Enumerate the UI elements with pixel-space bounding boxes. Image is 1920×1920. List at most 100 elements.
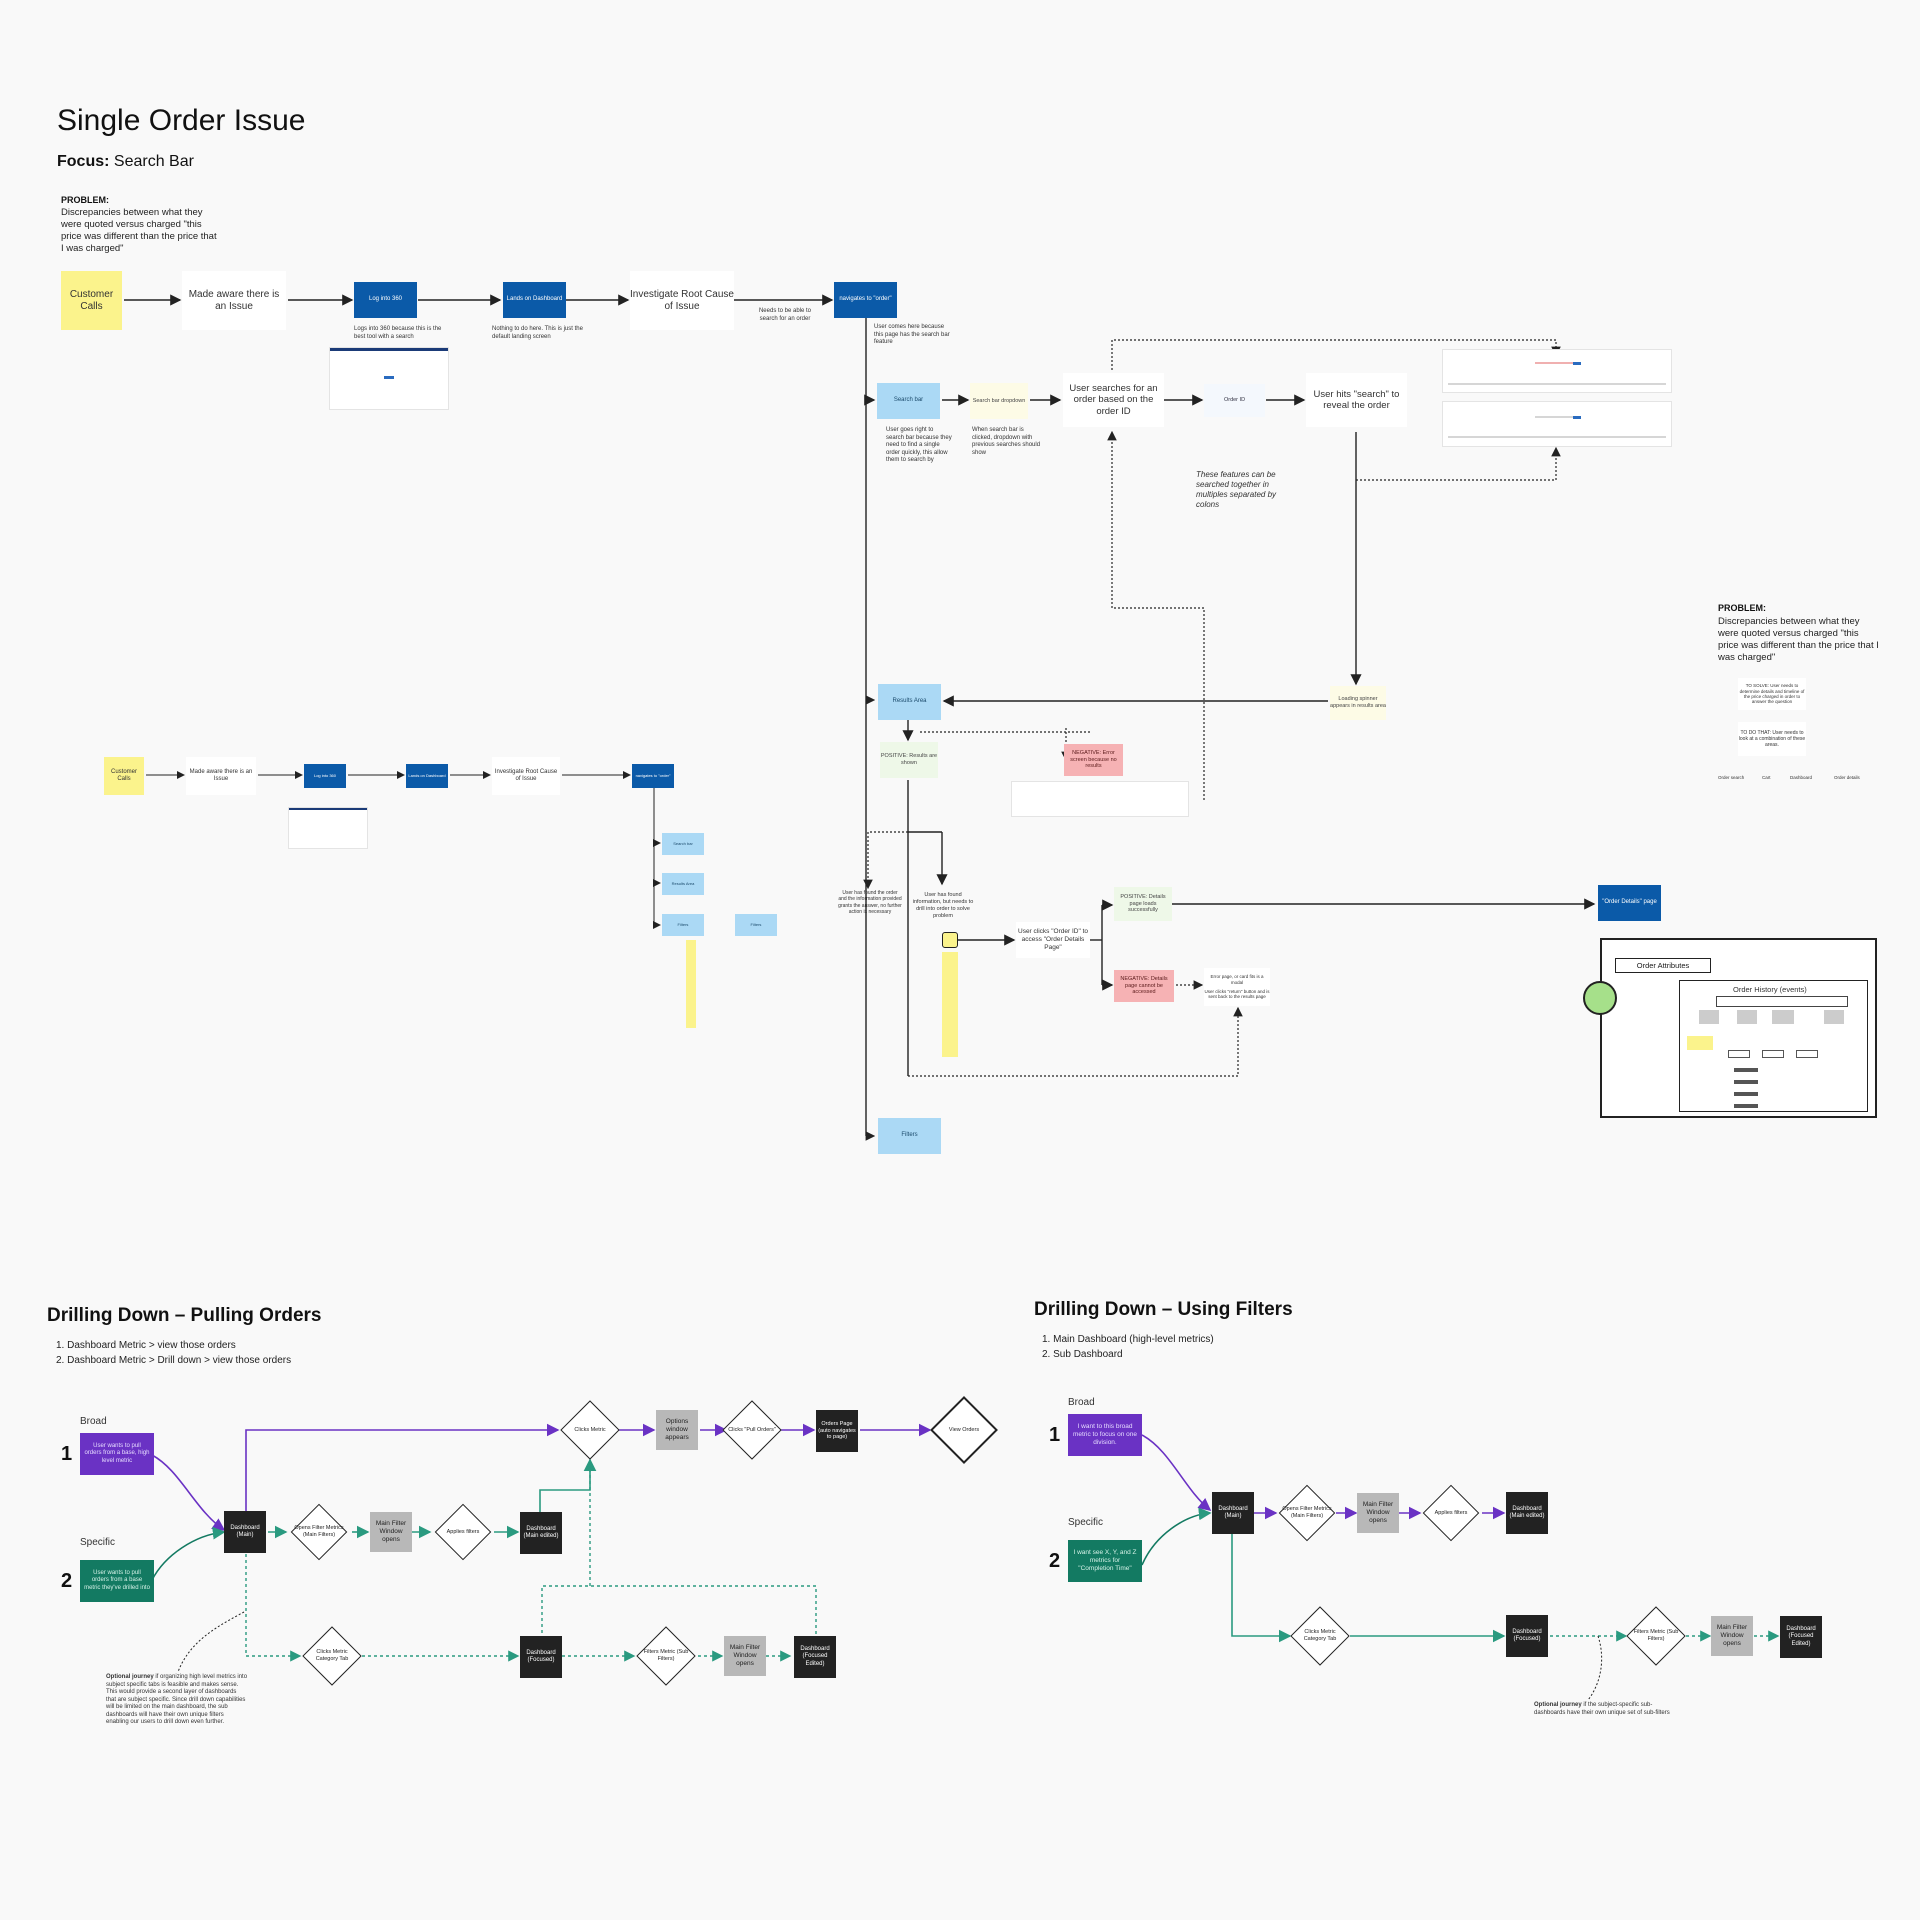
drill-orders-dash-main: Dashboard (Main) bbox=[224, 1511, 266, 1553]
drill-orders-options: Options window appears bbox=[656, 1410, 698, 1450]
investigate-node: Investigate Root Cause of Issue bbox=[630, 271, 734, 330]
mini-results: Results Area bbox=[662, 873, 704, 895]
page-title: Single Order Issue bbox=[57, 104, 306, 137]
error-note-text-2: User clicks "return" button and is sent … bbox=[1204, 989, 1270, 1000]
mini-search: Search bar bbox=[662, 833, 704, 855]
green-circle-marker bbox=[1583, 981, 1617, 1015]
mini-log-thumbnail bbox=[289, 808, 367, 848]
drill-orders-specific-label: Specific bbox=[80, 1537, 116, 1548]
drill-filters-dash-focused: Dashboard (Focused) bbox=[1506, 1615, 1548, 1657]
drill-filters-num-2: 2 bbox=[1049, 1550, 1061, 1572]
drill-orders-num-2: 2 bbox=[61, 1570, 73, 1592]
hits-search-node: User hits "search" to reveal the order bbox=[1306, 373, 1407, 427]
drill-orders-step-2: 2. Dashboard Metric > Drill down > view … bbox=[56, 1355, 292, 1366]
comes-note: User comes here because this page has th… bbox=[874, 324, 950, 345]
problem-text: Discrepancies between what they were quo… bbox=[61, 207, 217, 254]
drill-orders-filters-sub: Filters Metric (Sub Filters) bbox=[636, 1626, 696, 1686]
mini-log-into: Log into 360 bbox=[304, 764, 346, 788]
drill-orders-optional-label: Optional journey bbox=[106, 1674, 154, 1680]
side-col-4: Order details bbox=[1834, 775, 1860, 780]
filters-node: Filters bbox=[878, 1118, 941, 1154]
mini-investigate: Investigate Root Cause of Issue bbox=[492, 757, 560, 795]
sticky-column bbox=[942, 952, 958, 1057]
features-note: These features can be searched together … bbox=[1196, 470, 1277, 509]
mini-sticky-column bbox=[686, 940, 696, 1028]
dropdown-node: Search bar dropdown bbox=[970, 383, 1028, 419]
drill-orders-main-filter: Main Filter Window opens bbox=[370, 1512, 412, 1552]
drill-orders-orders-page: Orders Page (auto navigates to page) bbox=[816, 1410, 858, 1452]
drill-orders-applies: Applies filters bbox=[432, 1503, 494, 1561]
error-note-text: Error page, or card fits is a modal bbox=[1210, 974, 1264, 985]
search-bar-note: User goes right to search bar because th… bbox=[886, 427, 952, 463]
focus-line: Focus: Search Bar bbox=[57, 152, 194, 172]
focus-label: Focus: bbox=[57, 153, 110, 170]
order-details-page-node: "Order Details" page bbox=[1598, 885, 1661, 921]
lands-note: Nothing to do here. This is just the def… bbox=[492, 326, 583, 340]
drill-filters-main-filter: Main Filter Window opens bbox=[1357, 1493, 1399, 1533]
mini-filters-2: Filters bbox=[735, 914, 777, 936]
side-col-1: Order search bbox=[1718, 775, 1745, 780]
error-note-box: Error page, or card fits is a modal User… bbox=[1204, 968, 1270, 1006]
negative-details-node: NEGATIVE: Details page cannot be accesse… bbox=[1114, 970, 1174, 1002]
mini-navigates: navigates to "order" bbox=[632, 764, 674, 788]
drill-filters-main-filter-2: Main Filter Window opens bbox=[1711, 1616, 1753, 1656]
order-attributes-label: Order Attributes bbox=[1615, 958, 1711, 973]
drill-filters-optional-text: if the subject-specific sub-dashboards h… bbox=[1534, 1702, 1670, 1716]
drill-orders-broad-label: Broad bbox=[80, 1416, 107, 1427]
order-id-node: Order ID bbox=[1204, 384, 1265, 417]
drill-orders-opens-filter: Opens Filter Metrics (Main Filters) bbox=[288, 1503, 350, 1561]
dropdown-note: When search bar is clicked, dropdown wit… bbox=[972, 427, 1041, 456]
drill-filters-clicks-cat: Clicks Metric Category Tab bbox=[1290, 1606, 1350, 1666]
drill-filters-broad-label: Broad bbox=[1068, 1397, 1095, 1408]
drill-orders-clicks-cat: Clicks Metric Category Tab bbox=[302, 1626, 362, 1686]
clicks-order-node: User clicks "Order ID" to access "Order … bbox=[1016, 922, 1090, 958]
order-id-marker bbox=[942, 932, 958, 948]
lands-dashboard-node: Lands on Dashboard bbox=[503, 282, 566, 318]
side-problem-heading: PROBLEM: bbox=[1718, 603, 1766, 613]
needs-note: Needs to be able to search for an order bbox=[758, 308, 812, 322]
side-col-2: Cart bbox=[1762, 775, 1771, 780]
log-into-node: Log into 360 bbox=[354, 282, 417, 318]
error-screen-thumbnail bbox=[1012, 782, 1188, 816]
mini-lands: Lands on Dashboard bbox=[406, 764, 448, 788]
drill-filters-dash-edited: Dashboard (Main edited) bbox=[1506, 1492, 1548, 1534]
drill-orders-num-1: 1 bbox=[61, 1443, 73, 1465]
found-note: User has found the order and the informa… bbox=[838, 890, 902, 915]
mini-filters: Filters bbox=[662, 914, 704, 936]
focus-value: Search Bar bbox=[113, 153, 194, 170]
drill-orders-optional-text: if organizing high level metrics into su… bbox=[106, 1674, 248, 1725]
drill-filters-step-2: 2. Sub Dashboard bbox=[1042, 1349, 1123, 1360]
drill-filters-title: Drilling Down – Using Filters bbox=[1034, 1299, 1293, 1320]
drill-filters-optional-label: Optional journey bbox=[1534, 1702, 1582, 1708]
drill-orders-clicks-metric: Clicks Metric bbox=[560, 1400, 620, 1460]
drill-filters-dash-focused-edited: Dashboard (Focused Edited) bbox=[1780, 1616, 1822, 1658]
log-into-note: Logs into 360 because this is the best t… bbox=[354, 326, 442, 340]
loading-node: Loading spinner appears in results area bbox=[1330, 686, 1386, 720]
navigates-order-node: navigates to "order" bbox=[834, 282, 897, 318]
drill-orders-clicks-pull: Clicks "Pull Orders" bbox=[722, 1400, 782, 1460]
drill-orders-step-1: 1. Dashboard Metric > view those orders bbox=[56, 1340, 236, 1351]
drill-filters-specific-label: Specific bbox=[1068, 1517, 1104, 1528]
drill-orders-broad-box: User wants to pull orders from a base, h… bbox=[80, 1433, 154, 1475]
searches-node: User searches for an order based on the … bbox=[1063, 373, 1164, 427]
drill-filters-opens-filter: Opens Filter Metrics (Main Filters) bbox=[1276, 1484, 1338, 1542]
drill-filters-num-1: 1 bbox=[1049, 1424, 1061, 1446]
search-screenshot-1 bbox=[1443, 350, 1671, 392]
to-do-that-box: TO DO THAT: User needs to look at a comb… bbox=[1738, 722, 1806, 756]
drill-orders-optional-note: Optional journey if organizing high leve… bbox=[106, 1674, 248, 1727]
problem-heading: PROBLEM: bbox=[61, 195, 109, 205]
drill-filters-filters-sub: Filters Metric (Sub Filters) bbox=[1626, 1606, 1686, 1666]
drill-filters-step-1: 1. Main Dashboard (high-level metrics) bbox=[1042, 1334, 1214, 1345]
drill-filters-dash-main: Dashboard (Main) bbox=[1212, 1492, 1254, 1534]
negative-error-node: NEGATIVE: Error screen because no result… bbox=[1064, 744, 1123, 776]
made-aware-node: Made aware there is an Issue bbox=[182, 271, 286, 330]
drill-orders-title: Drilling Down – Pulling Orders bbox=[47, 1305, 322, 1326]
drill-orders-dash-edited: Dashboard (Main edited) bbox=[520, 1512, 562, 1554]
mini-customer-calls: Customer Calls bbox=[104, 757, 144, 795]
log-screen-bar bbox=[384, 376, 394, 379]
drill-filters-specific-box: I want see X, Y, and Z metrics for "Comp… bbox=[1068, 1540, 1142, 1582]
positive-details-node: POSITIVE: Details page loads successfull… bbox=[1114, 887, 1172, 921]
positive-results-node: POSITIVE: Results are shown bbox=[880, 742, 938, 778]
customer-calls-node: Customer Calls bbox=[61, 271, 122, 330]
to-solve-box: TO SOLVE: User needs to determine detail… bbox=[1738, 678, 1806, 710]
